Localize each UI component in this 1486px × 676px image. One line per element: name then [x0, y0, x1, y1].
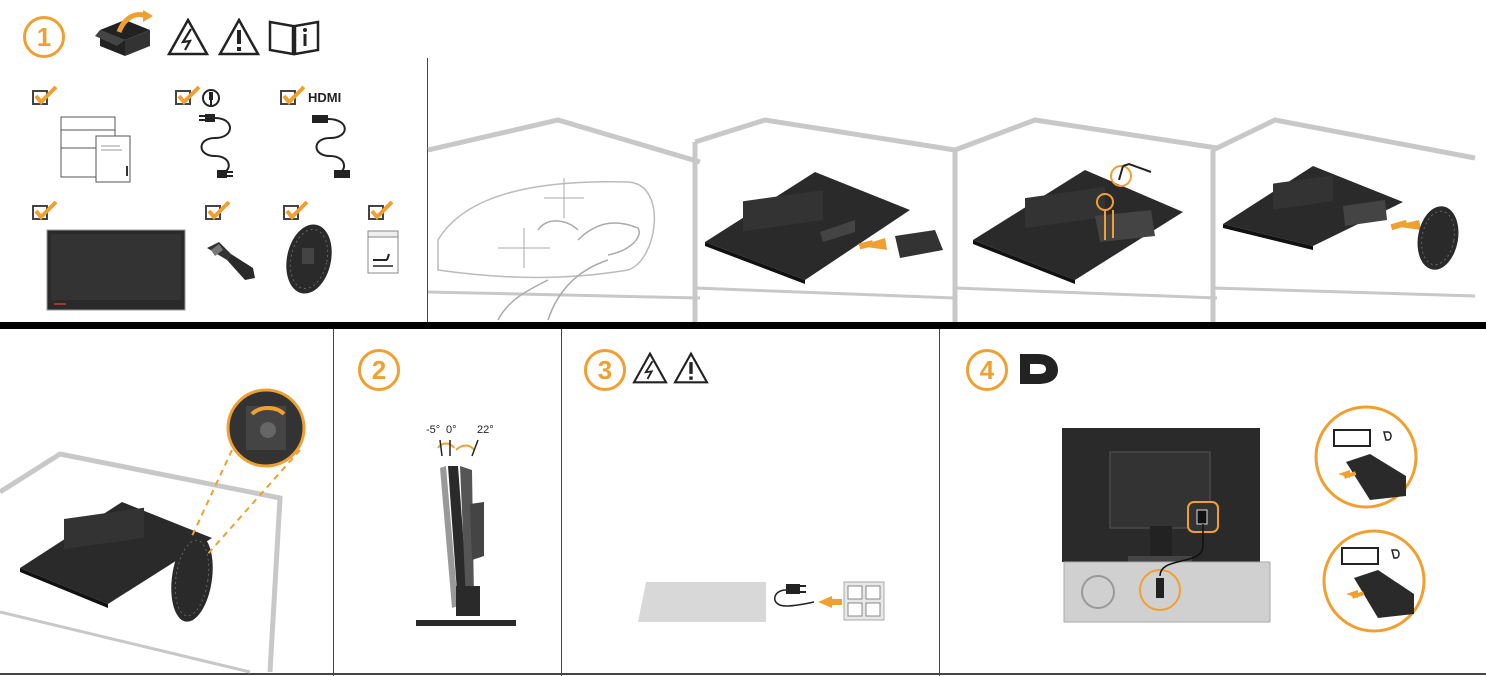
displayport-logo-icon [1020, 354, 1058, 384]
section-rule [0, 322, 1486, 329]
warning-icon [217, 17, 261, 56]
monitor-back-displayport-illustration [1062, 428, 1271, 623]
tilt-monitor-side-illustration [416, 439, 516, 626]
checkbox-stand-arm [205, 200, 231, 220]
stand-base-illustration [286, 224, 332, 294]
panel-attach-arm [692, 117, 956, 322]
power-cable-illustration [199, 114, 233, 178]
electric-warning-icon [632, 351, 668, 384]
electric-warning-icon [166, 17, 210, 56]
checkbox-stand-base [283, 200, 309, 220]
divider [333, 329, 334, 676]
tilt-plus-label: 22° [477, 424, 494, 436]
step-4-number: 4 [966, 349, 1008, 391]
tilt-zero-label: 0° [446, 424, 457, 436]
power-connection-illustration [638, 581, 885, 622]
panel-attach-base [1210, 117, 1476, 322]
checkbox-power-cable [175, 85, 201, 105]
panel-clean-surface [427, 117, 701, 321]
power-plug-icon [202, 89, 220, 107]
checkbox-screw-bag [368, 200, 394, 220]
step-2-number: 2 [358, 349, 400, 391]
box-open-icon [95, 10, 153, 56]
tilt-minus-label: -5° [426, 424, 441, 436]
checkbox-hdmi-cable [280, 85, 306, 105]
checkbox-monitor-panel [32, 200, 58, 220]
hdmi-cable-illustration [312, 115, 350, 178]
stand-arm-illustration [207, 242, 255, 280]
divider [939, 329, 940, 676]
displayport-connector-zoom-bottom [1322, 529, 1426, 633]
warning-icon [673, 351, 709, 384]
step-1-number: 1 [23, 16, 65, 58]
displayport-connector-zoom-top [1314, 405, 1418, 509]
panel-tighten-base-screw [0, 388, 306, 674]
step-3-number: 3 [584, 349, 626, 391]
divider [427, 58, 428, 322]
panel-screw-arm [952, 117, 1218, 322]
bottom-rule [0, 673, 1486, 675]
documents-illustration [60, 116, 131, 183]
manual-info-icon [268, 20, 320, 56]
divider [561, 329, 562, 676]
checkbox-documents [32, 85, 58, 105]
monitor-panel-illustration [46, 229, 186, 311]
screw-bag-illustration [367, 230, 399, 274]
hdmi-label: HDMI [308, 90, 342, 105]
